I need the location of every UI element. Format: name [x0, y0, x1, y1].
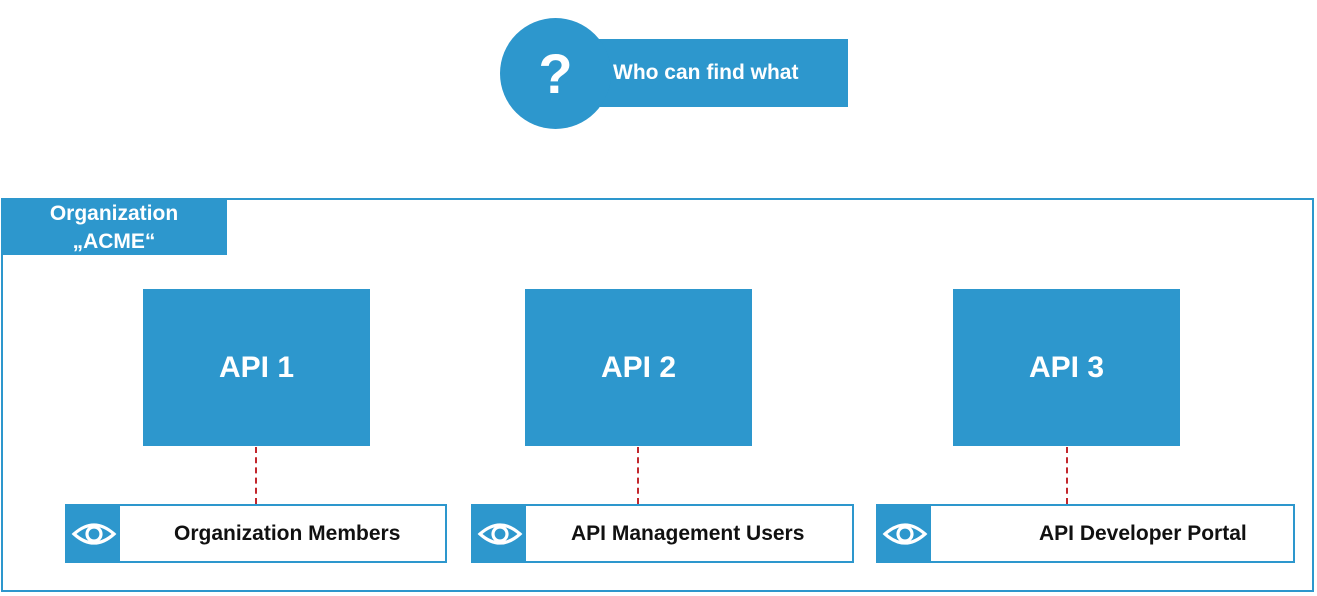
header-title: Who can find what [613, 61, 799, 84]
connector-api-1 [255, 447, 257, 504]
api-box-1: API 1 [143, 289, 370, 446]
visibility-box-1: Organization Members [65, 504, 447, 563]
eye-icon [67, 506, 120, 561]
organization-label: Organization „ACME“ [1, 198, 227, 255]
header-circle [500, 18, 611, 129]
visibility-label-2: API Management Users [571, 521, 805, 545]
eye-icon [878, 506, 931, 561]
api-box-3: API 3 [953, 289, 1180, 446]
organization-frame [1, 198, 1314, 592]
visibility-label-3: API Developer Portal [1039, 521, 1247, 545]
organization-label-line1: Organization [49, 202, 179, 225]
organization-label-line2: „ACME“ [72, 230, 156, 253]
visibility-label-1: Organization Members [174, 521, 401, 545]
eye-icon [473, 506, 526, 561]
api-box-2: API 2 [525, 289, 752, 446]
visibility-box-3: API Developer Portal [876, 504, 1295, 563]
connector-api-3 [1066, 447, 1068, 504]
question-mark-icon: ? [538, 41, 573, 105]
visibility-box-2: API Management Users [471, 504, 854, 563]
connector-api-2 [637, 447, 639, 504]
